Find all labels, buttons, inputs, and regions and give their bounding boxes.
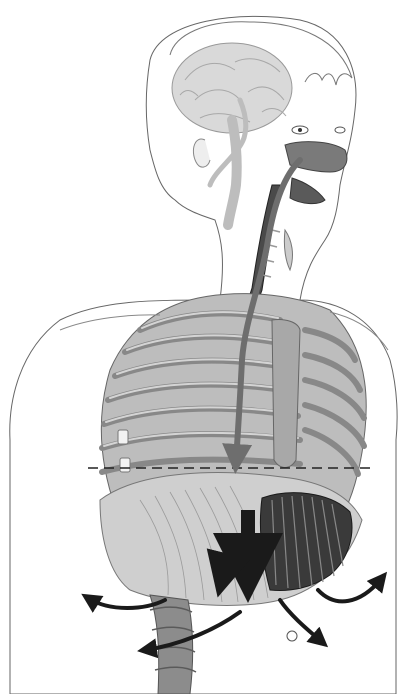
navel <box>287 631 297 641</box>
pupil <box>298 128 302 132</box>
sternum <box>272 319 300 467</box>
eye-far <box>335 127 345 133</box>
